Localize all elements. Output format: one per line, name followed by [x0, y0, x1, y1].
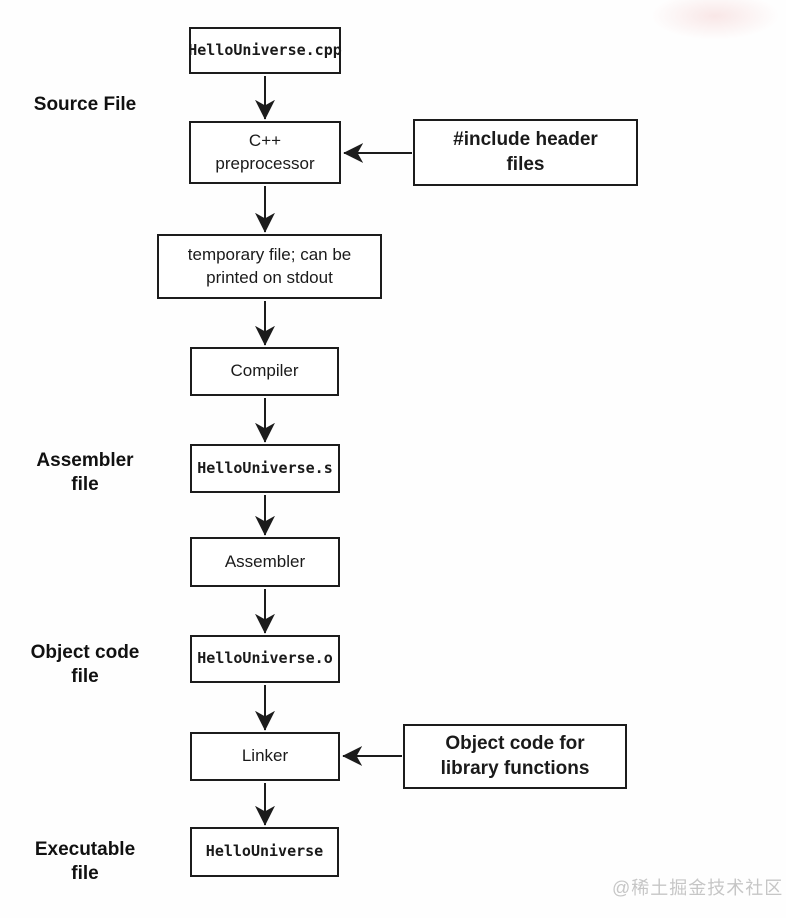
side-label-source-file: Source File — [33, 94, 137, 115]
node-assembler-file-box: HelloUniverse.s — [190, 444, 340, 493]
node-source-file-box: HelloUniverse.cpp — [188, 27, 342, 74]
node-preprocessor-box: C++ preprocessor — [189, 121, 341, 184]
node-library-objects-box: Object code for library functions — [403, 724, 627, 789]
node-include-headers-box: #include header files — [413, 119, 638, 186]
node-object-file-box: HelloUniverse.o — [190, 635, 340, 683]
side-label-assembler-file: Assembler file — [36, 450, 134, 495]
node-assembler-box: Assembler — [190, 537, 340, 587]
side-label-executable-file: Executable file — [34, 839, 136, 884]
node-linker-box: Linker — [190, 732, 340, 781]
watermark: @稀土掘金技术社区 — [612, 878, 784, 898]
node-temp-file-box: temporary file; can be printed on stdout — [157, 234, 382, 299]
node-executable-box: HelloUniverse — [190, 827, 339, 877]
node-compiler-box: Compiler — [190, 347, 339, 396]
side-label-object-code-file: Object code file — [30, 642, 140, 687]
